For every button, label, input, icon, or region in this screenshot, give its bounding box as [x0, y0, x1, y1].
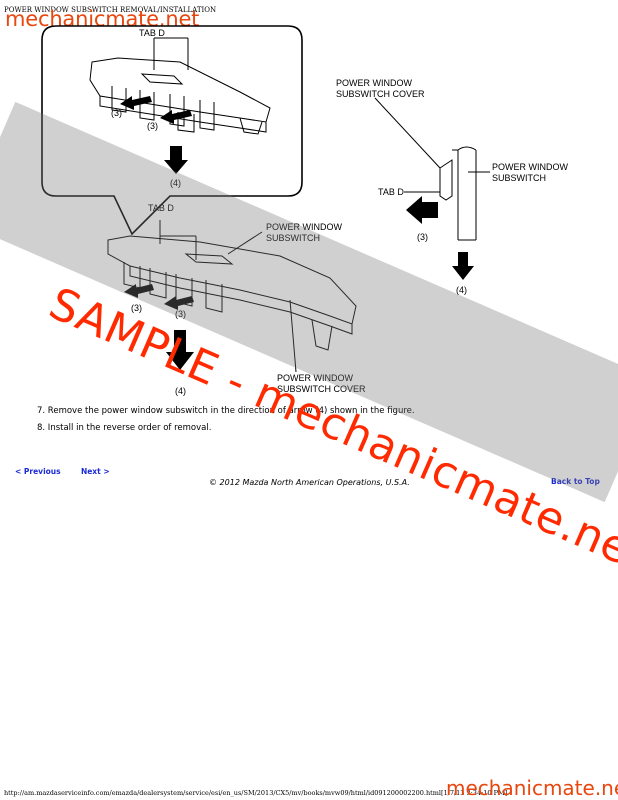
main-arrow-3-right: [164, 296, 194, 310]
label-subswitch-cover-line2: SUBSWITCH COVER: [336, 89, 425, 99]
previous-link[interactable]: < Previous: [15, 467, 61, 476]
callout-arrow-3-right: [160, 110, 192, 124]
step-8-text: 8. Install in the reverse order of remov…: [37, 423, 212, 433]
label-arrow-3-main-b: (3): [175, 309, 186, 319]
label-arrow-4-section: (4): [456, 285, 467, 295]
label-subswitch-cover-line1: POWER WINDOW: [336, 78, 412, 88]
label-cover-main-line2: SUBSWITCH COVER: [277, 384, 366, 394]
back-to-top-container: Back to Top: [551, 469, 600, 488]
nav-bar: < Previous Next >: [15, 459, 110, 478]
callout-arrow-3-left: [120, 96, 152, 110]
label-tab-d-main: TAB D: [148, 203, 174, 213]
label-arrow-3-section: (3): [417, 232, 428, 242]
footer-url: http://am.mazdaserviceinfo.com/emazda/de…: [4, 789, 508, 797]
main-switch-drawing: [107, 220, 357, 373]
watermark-bottom: mechanicmate.net: [446, 776, 618, 800]
label-arrow-3-callout-a: (3): [111, 108, 122, 118]
section-view-drawing: [374, 97, 490, 241]
callout-box: [41, 25, 303, 236]
label-arrow-4-callout: (4): [170, 178, 181, 188]
main-arrow-3-left: [124, 284, 154, 298]
label-arrow-3-callout-b: (3): [147, 121, 158, 131]
callout-arrow-4: [164, 146, 188, 174]
label-arrow-4-main: (4): [175, 386, 186, 396]
section-arrow-4: [452, 252, 474, 280]
label-tab-d-section: TAB D: [378, 187, 404, 197]
label-cover-main-line1: POWER WINDOW: [277, 373, 353, 383]
back-to-top-link[interactable]: Back to Top: [551, 477, 600, 486]
section-arrow-3: [406, 196, 438, 224]
print-header-title: POWER WINDOW SUBSWITCH REMOVAL/INSTALLAT…: [4, 6, 217, 14]
next-link[interactable]: Next >: [80, 467, 110, 476]
step-7-text: 7. Remove the power window subswitch in …: [37, 406, 415, 416]
label-subswitch-main-line2: SUBSWITCH: [266, 233, 320, 243]
label-subswitch-section-line1: POWER WINDOW: [492, 162, 568, 172]
copyright-text: © 2012 Mazda North American Operations, …: [209, 478, 410, 487]
label-subswitch-main-line1: POWER WINDOW: [266, 222, 342, 232]
label-subswitch-section-line2: SUBSWITCH: [492, 173, 546, 183]
label-arrow-3-main-a: (3): [131, 303, 142, 313]
label-tab-d-callout: TAB D: [139, 28, 165, 38]
main-arrow-4: [166, 330, 194, 370]
